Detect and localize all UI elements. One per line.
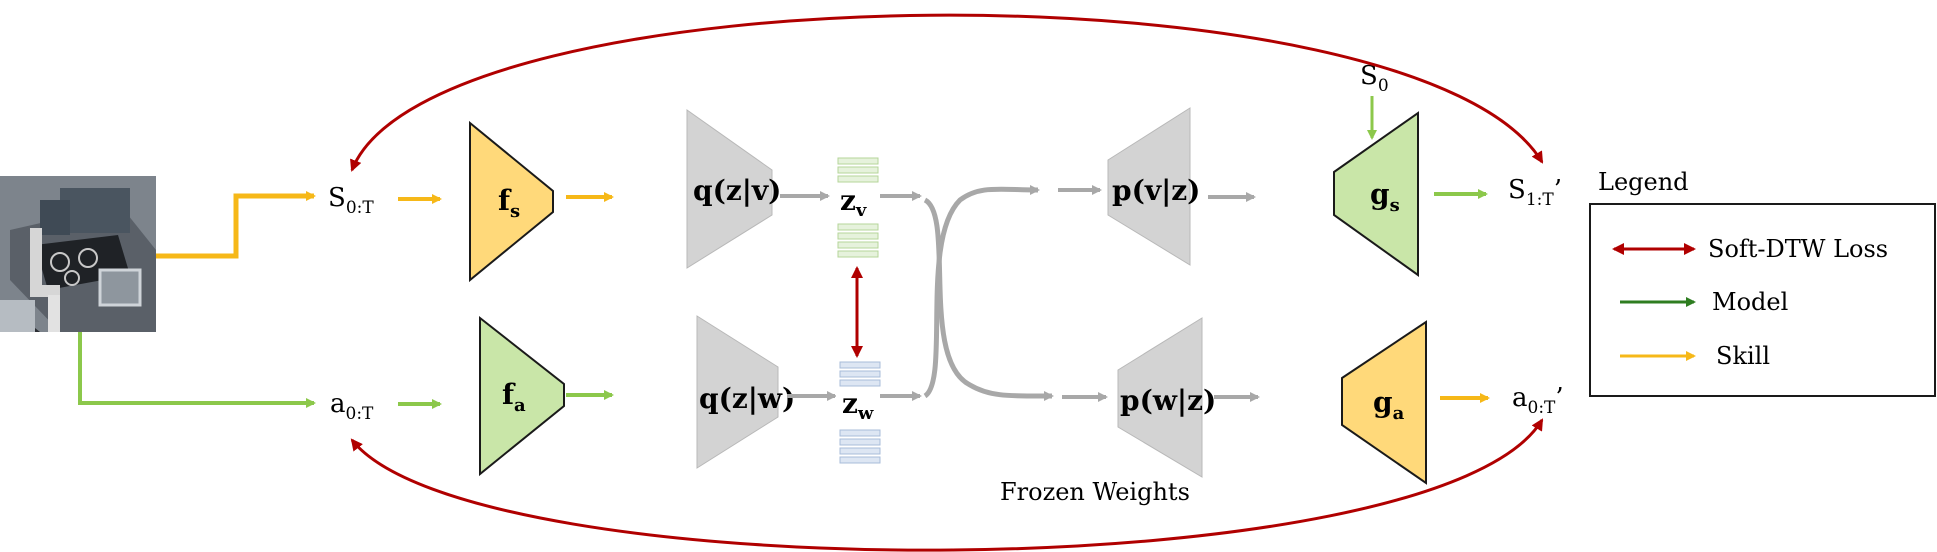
state-output-label: S1:T’ [1508,175,1562,210]
encoder-fa-label: fa [502,378,526,416]
state0-input-label: S0 [1360,61,1389,96]
frozen-encoder-qv-label: q(z|v) [693,174,781,207]
scene-to-state-arrow [156,191,316,259]
frozen-decoder-pv-label: p(v|z) [1112,174,1200,207]
legend-loss-label: Soft-DTW Loss [1708,235,1888,263]
action-output-label: a0:T’ [1512,383,1564,418]
scene-to-action-arrow [78,332,316,408]
frozen-weights-label: Frozen Weights [1000,478,1190,506]
action-loss-arc [350,418,1544,552]
robot-scene-image [0,176,156,332]
frozen-encoder-qw-label: q(z|w) [699,382,795,415]
state-loss-arc [350,13,1544,172]
latent-zv-label: zv [840,184,867,221]
decoder-gs-label: gs [1370,178,1400,216]
frozen-encoder-qv-block [686,109,773,269]
legend-skill-label: Skill [1716,342,1770,370]
legend-box [1589,203,1936,397]
legend-title: Legend [1598,168,1689,196]
legend-model-label: Model [1712,288,1788,316]
encoder-fs-label: fs [498,184,520,222]
state-input-label: S0:T [328,183,374,218]
frozen-decoder-pv-block [1107,107,1191,266]
cross-curve-lower [923,197,1054,402]
frozen-decoder-pw-label: p(w|z) [1120,384,1216,417]
action-input-label: a0:T [330,389,374,424]
cross-curve-upper [923,184,1040,399]
